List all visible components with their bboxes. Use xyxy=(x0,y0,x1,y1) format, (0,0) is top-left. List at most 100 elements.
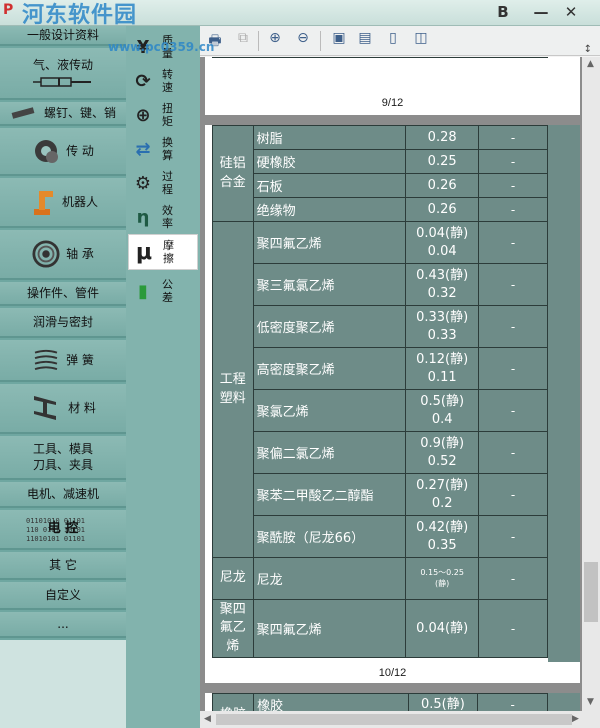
category-bearing[interactable]: 轴 承 xyxy=(0,230,126,280)
vertical-scroll-thumb[interactable] xyxy=(584,562,598,622)
group-cell: 聚四氟乙烯 xyxy=(212,599,254,658)
value-primary: 0.26 xyxy=(427,177,457,193)
scroll-up-icon[interactable]: ▲ xyxy=(587,59,594,69)
tool-mass[interactable]: ¥ 质量 xyxy=(128,30,198,64)
category-custom[interactable]: 自定义 xyxy=(0,582,126,610)
horizontal-scroll-thumb[interactable] xyxy=(216,714,572,725)
tool-label: 过程 xyxy=(162,169,173,196)
print-icon[interactable]: 🖶 xyxy=(208,33,222,49)
value-secondary: 0.35 xyxy=(427,537,457,553)
tool-conversion[interactable]: ⇄ 换算 xyxy=(128,132,198,166)
tool-label: 换算 xyxy=(162,135,173,162)
fit-page-icon[interactable]: ▣ xyxy=(332,30,346,46)
rotation-icon: ⟳ xyxy=(135,70,151,92)
category-transmission[interactable]: 传 动 xyxy=(0,128,126,176)
fit-width-icon[interactable]: ▤ xyxy=(358,30,372,46)
value-primary: 0.12(静) xyxy=(416,351,469,367)
extra-cell: - xyxy=(478,149,548,174)
material-cell: 高密度聚乙烯 xyxy=(252,347,407,390)
group-cell: 橡胶 xyxy=(211,693,255,711)
value-primary: 0.9(静) xyxy=(420,435,465,451)
category-electric-control[interactable]: 01101010 01101 110 0101 10101 11010101 0… xyxy=(0,510,126,550)
category-materials[interactable]: 材 料 xyxy=(0,384,126,434)
horizontal-scrollbar[interactable]: ◀ ▶ xyxy=(200,711,600,728)
extra-cell: - xyxy=(477,693,548,711)
category-pneumatic[interactable]: 气、液传动 xyxy=(0,48,126,100)
tool-label: 效率 xyxy=(162,203,173,230)
value-primary: 0.04(静) xyxy=(416,225,469,241)
category-label: 操作件、管件 xyxy=(26,285,99,300)
scroll-down-icon[interactable]: ▼ xyxy=(587,697,594,707)
table-row: 硅铝合金树脂 0.28 - xyxy=(212,125,548,222)
single-page-icon[interactable]: ▯ xyxy=(389,30,397,46)
tool-efficiency[interactable]: η 效率 xyxy=(128,200,198,234)
category-screws[interactable]: 螺钉、键、销 xyxy=(0,102,126,126)
category-operating-parts[interactable]: 操作件、管件 xyxy=(0,282,126,306)
value-primary: 0.33(静) xyxy=(416,309,469,325)
table-row: 聚酰胺（尼龙66）0.42(静)0.35- xyxy=(213,515,548,558)
gear-icon xyxy=(35,140,59,163)
bearing-icon xyxy=(32,240,60,268)
value-cell: 0.15～0.25(静) xyxy=(405,557,480,600)
tool-torque[interactable]: ⊕ 扭矩 xyxy=(128,98,198,132)
scroll-left-icon[interactable]: ◀ xyxy=(204,714,211,724)
vertical-scrollbar[interactable]: ▲ ▼ xyxy=(582,57,600,711)
value-primary: 0.27(静) xyxy=(416,477,469,493)
close-button[interactable]: ✕ xyxy=(564,3,578,21)
group-cell: 硅铝合金 xyxy=(212,125,254,222)
category-spring[interactable]: 弹 簧 xyxy=(0,340,126,382)
value-cell: 0.42(静)0.35 xyxy=(405,515,480,558)
scroll-right-icon[interactable]: ▶ xyxy=(572,714,579,724)
viewer-toolbar: 🖶 ⧉ ⊕ ⊖ ▣ ▤ ▯ ◫ ↕ xyxy=(200,26,600,56)
category-label: 电 控 xyxy=(47,521,79,537)
tool-panel: ¥ 质量 ⟳ 转速 ⊕ 扭矩 ⇄ 换算 ⚙ 过程 η 效率 μ 摩擦 ▮ 公差 xyxy=(126,26,200,728)
app-logo: P xyxy=(3,2,14,18)
value-secondary: 0.33 xyxy=(427,327,457,343)
zoom-out-icon[interactable]: ⊖ xyxy=(297,30,309,46)
category-label: 一般设计资料 xyxy=(26,27,99,42)
minimize-button[interactable]: — xyxy=(533,3,549,21)
tool-friction[interactable]: μ 摩擦 xyxy=(128,234,198,270)
conversion-icon: ⇄ xyxy=(135,138,151,160)
material-cell: 聚三氟氯乙烯 xyxy=(252,263,407,306)
category-tools[interactable]: 工具、模具 刀具、夹具 xyxy=(0,436,126,480)
friction-table-next: 橡胶橡胶0.5(静)-金属0.3～0.4(静)- xyxy=(211,693,548,711)
material-cell: 聚酰胺（尼龙66） xyxy=(252,515,407,558)
extra-cell: - xyxy=(478,197,548,222)
tool-speed[interactable]: ⟳ 转速 xyxy=(128,64,198,98)
category-general-design[interactable]: 一般设计资料 xyxy=(0,26,126,46)
category-motors[interactable]: 电机、减速机 xyxy=(0,482,126,508)
tolerance-icon: ▮ xyxy=(138,280,148,302)
value-primary: 0.28 xyxy=(427,129,457,145)
extra-cell: - xyxy=(478,557,548,600)
tool-label: 质量 xyxy=(162,33,173,60)
category-other[interactable]: 其 它 xyxy=(0,552,126,580)
pin-icon[interactable]: ↕ xyxy=(583,44,592,55)
value-primary: 0.5(静) xyxy=(420,393,465,409)
value-secondary: 0.52 xyxy=(427,453,457,469)
category-robot[interactable]: 机器人 xyxy=(0,178,126,228)
zoom-in-icon[interactable]: ⊕ xyxy=(269,30,281,46)
b-button[interactable]: B xyxy=(497,3,509,21)
tool-process[interactable]: ⚙ 过程 xyxy=(128,166,198,200)
tool-tolerance[interactable]: ▮ 公差 xyxy=(128,274,198,308)
category-label: 材 料 xyxy=(68,400,96,415)
category-panel: 一般设计资料 气、液传动 螺钉、键、销 传 动 机器人 xyxy=(0,26,126,640)
value-primary: 0.15～0.25 xyxy=(420,567,464,577)
page-number: 9/12 xyxy=(381,97,404,109)
robot-arm-icon xyxy=(33,191,53,215)
svg-text:110 0101 10101: 110 0101 10101 xyxy=(26,526,85,534)
category-label: 润滑与密封 xyxy=(32,314,93,329)
category-lubrication[interactable]: 润滑与密封 xyxy=(0,308,126,338)
tool-label: 摩擦 xyxy=(163,238,174,265)
category-more[interactable]: ... xyxy=(0,612,126,638)
material-cell: 树脂 xyxy=(252,125,407,150)
copy-icon[interactable]: ⧉ xyxy=(238,30,248,46)
two-page-icon[interactable]: ◫ xyxy=(414,30,428,46)
